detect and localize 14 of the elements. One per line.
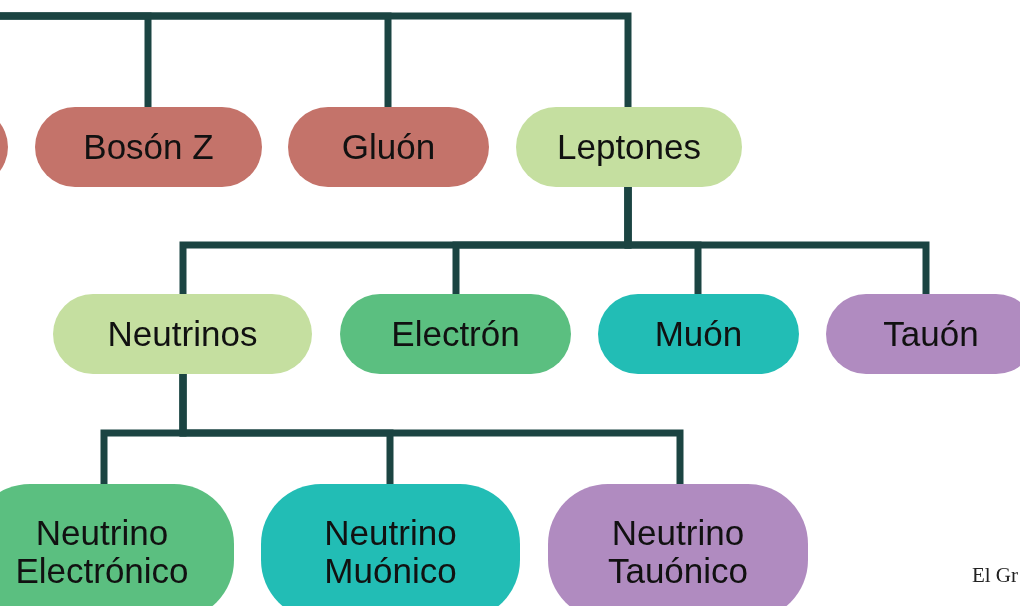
category-pill: Neutrinos <box>53 294 312 374</box>
category-pill: Tauón <box>826 294 1020 374</box>
category-pill: Leptones <box>516 107 742 187</box>
category-pill: Neutrino Electrónico <box>0 484 234 606</box>
category-pill: Gluón <box>288 107 489 187</box>
category-pill: Neutrino Muónico <box>261 484 520 606</box>
category-pill: Bosón Z <box>35 107 262 187</box>
tree-connector <box>0 12 632 107</box>
tree-connector <box>624 187 930 294</box>
note-text: El Gr <box>971 563 1018 588</box>
category-pill: Neutrino Tauónico <box>548 484 808 606</box>
tree-connector <box>179 374 684 484</box>
category-pill: Muón <box>598 294 799 374</box>
category-pill: Electrón <box>340 294 571 374</box>
